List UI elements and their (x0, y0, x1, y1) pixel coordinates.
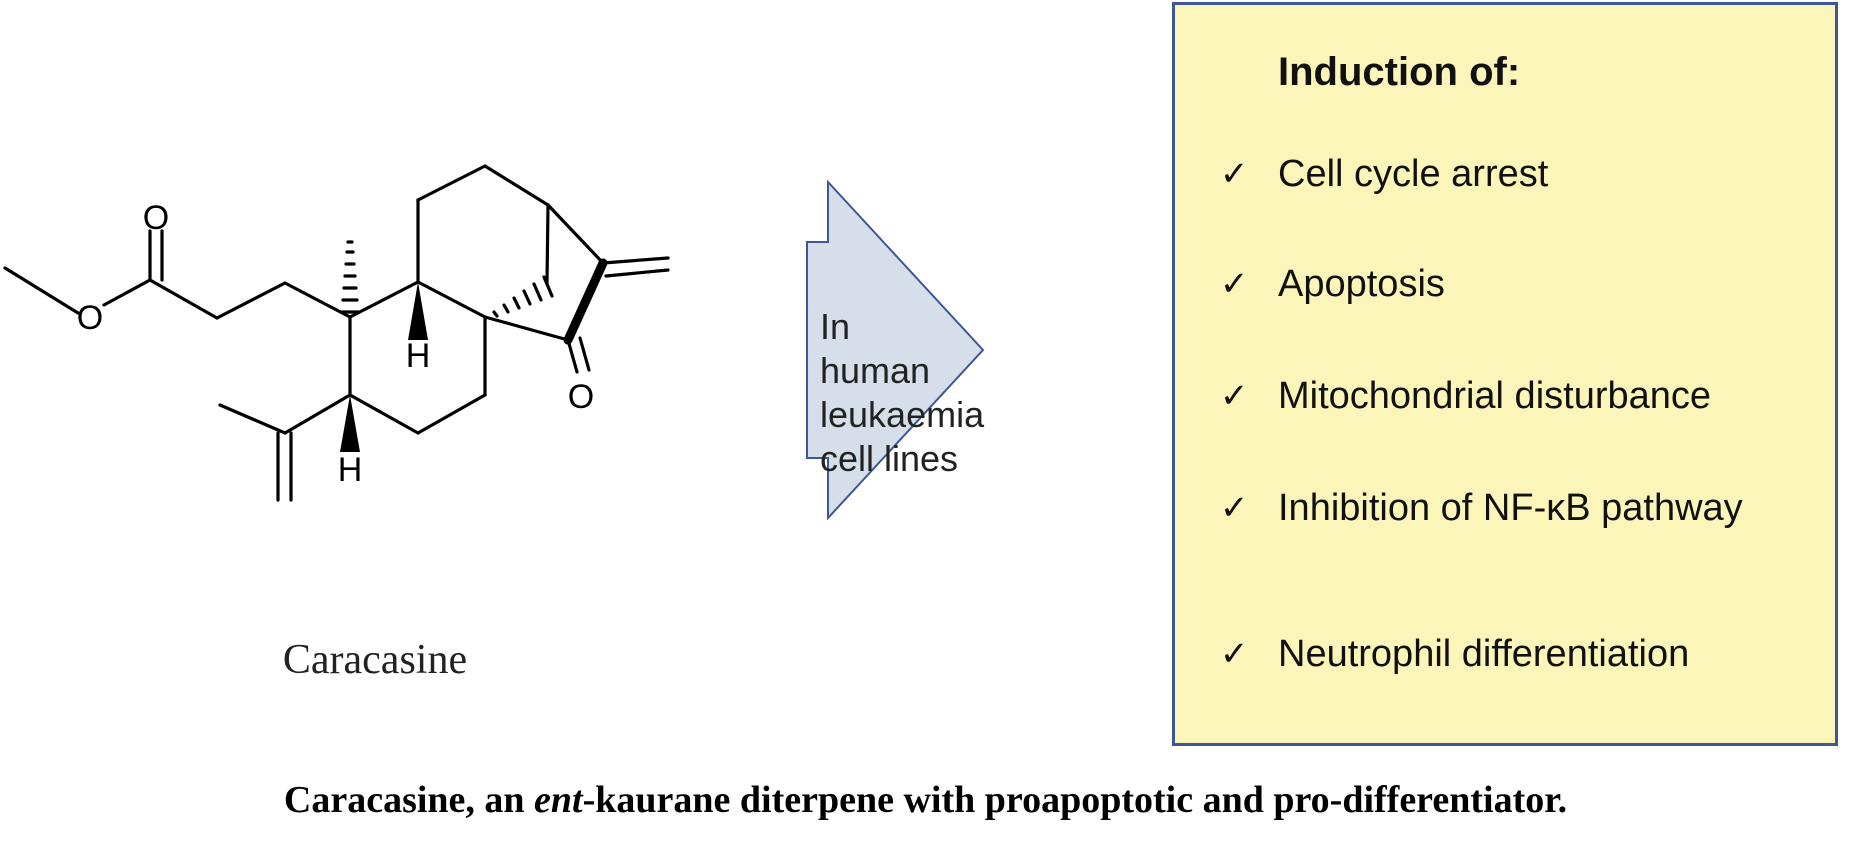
right-arrow-shape (806, 180, 985, 520)
effect-label: Cell cycle arrest (1278, 153, 1549, 195)
caption-text: -kaurane diterpene with proapoptotic and… (582, 779, 1568, 821)
check-mark-icon: ✓ (1220, 265, 1249, 303)
caption-italic-prefix: ent (534, 779, 583, 821)
hydrogen-label-lower: H (338, 451, 363, 489)
arrow-label-line: In human (820, 306, 931, 391)
arrow-label-line: cell lines (820, 438, 959, 479)
ketone-oxygen-label: O (568, 378, 594, 416)
effect-label: Apoptosis (1278, 263, 1445, 305)
effect-label: Mitochondrial disturbance (1278, 375, 1712, 417)
figure-caption: Caracasine, an ent-kaurane diterpene wit… (0, 778, 1851, 822)
caracasine-structure: O O O H H (3, 164, 670, 502)
check-mark-icon: ✓ (1220, 155, 1249, 193)
hydrogen-label-upper: H (406, 337, 431, 375)
check-mark-icon: ✓ (1220, 635, 1249, 673)
compound-name: Caracasine (282, 637, 468, 683)
effect-label: Inhibition of NF-κB pathway (1278, 487, 1743, 529)
induction-effects-box: Induction of: ✓ Cell cycle arrest ✓ Apop… (1172, 2, 1838, 746)
caption-text: Caracasine, an (283, 779, 535, 821)
hashed-wedge-bridge (492, 275, 554, 318)
box-title: Induction of: (1278, 50, 1521, 94)
arrow-label: In human leukaemia cell lines (820, 305, 985, 481)
check-mark-icon: ✓ (1220, 489, 1249, 527)
carbonyl-oxygen-label: O (143, 199, 169, 237)
check-mark-icon: ✓ (1220, 377, 1249, 415)
effect-label: Neutrophil differentiation (1278, 633, 1690, 675)
hashed-wedge-methyl (340, 240, 360, 314)
ether-oxygen-label: O (77, 299, 103, 337)
arrow-label-line: leukaemia (820, 394, 985, 435)
